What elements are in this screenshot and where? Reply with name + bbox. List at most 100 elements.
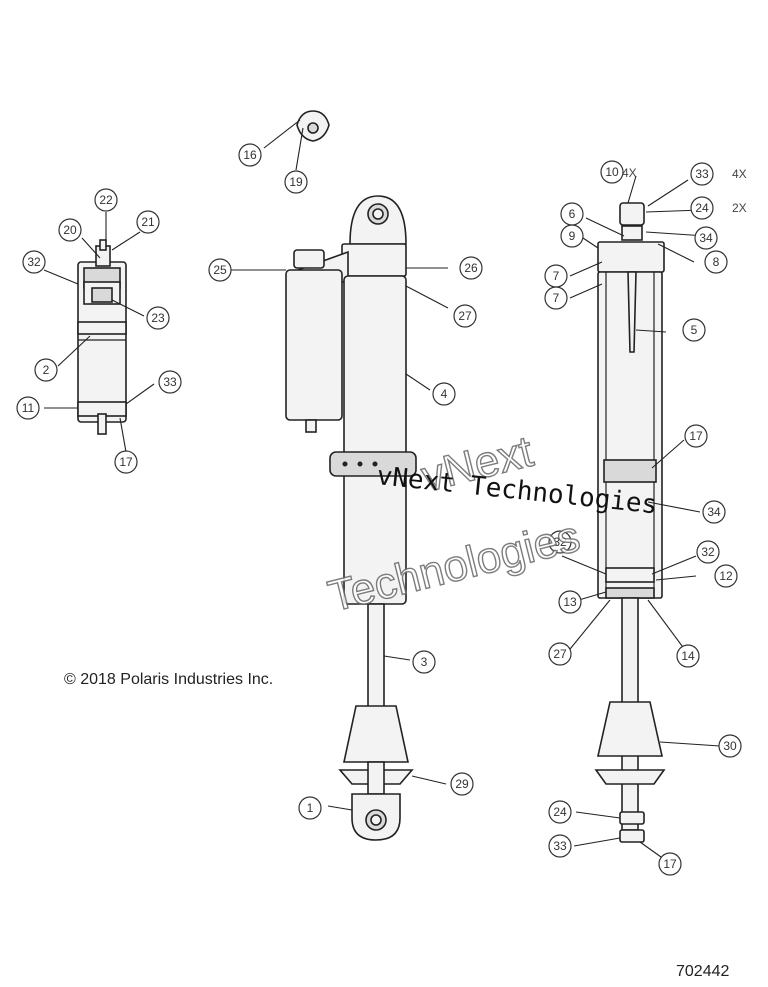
callout-number: 33 [695,167,709,181]
callout-20: 20 [58,218,82,242]
callout-30: 30 [718,734,742,758]
callout-7: 7 [544,286,568,310]
callout-bubble [548,642,572,666]
callout-bubble [284,170,308,194]
callout-number: 24 [553,805,567,819]
callout-bubble [548,834,572,858]
callout-bubble [450,772,474,796]
quantity-note: 4X [732,167,747,181]
callout-34: 34 [702,500,726,524]
callout-bubble [459,256,483,280]
callout-bubble [146,306,170,330]
callout-number: 11 [22,401,35,415]
shock-assembly [285,195,417,841]
callout-number: 10 [605,165,619,179]
callout-number: 8 [713,255,720,269]
callout-number: 17 [689,429,703,443]
callout-number: 34 [699,231,713,245]
callout-32: 32 [696,540,720,564]
callout-11: 11 [16,396,40,420]
callout-bubble [548,800,572,824]
callout-number: 4 [441,387,448,401]
callout-number: 26 [464,261,478,275]
callout-25: 25 [208,258,232,282]
callout-bubble [658,852,682,876]
callout-26: 26 [459,256,483,280]
callout-8: 8 [704,250,728,274]
adjuster-knob [296,110,330,142]
callout-number: 29 [455,777,469,791]
callout-bubble [453,304,477,328]
callout-number: 20 [63,223,77,237]
leader-lines [43,119,721,863]
callout-number: 24 [695,201,709,215]
callout-33: 33 [158,370,182,394]
callout-number: 16 [243,148,257,162]
callout-24: 24 [548,800,572,824]
callout-bubble [696,540,720,564]
callout-number: 25 [213,263,227,277]
callout-bubble [238,143,262,167]
callout-number: 33 [553,839,567,853]
callout-number: 22 [99,193,113,207]
shock-cutaway [594,202,666,843]
callout-bubble [714,564,738,588]
callout-bubble [158,370,182,394]
callout-bubble [704,250,728,274]
callout-32: 32 [22,250,46,274]
callout-27: 27 [548,642,572,666]
callout-14: 14 [676,644,700,668]
callout-17: 17 [114,450,138,474]
callout-number: 3 [421,655,428,669]
callout-number: 7 [553,269,560,283]
callout-19: 19 [284,170,308,194]
callout-23: 23 [146,306,170,330]
callout-10: 10 [600,160,624,184]
callout-bubble [702,500,726,524]
callout-bubble [676,644,700,668]
callout-22: 22 [94,188,118,212]
callout-number: 9 [569,229,576,243]
callout-bubble [690,162,714,186]
callout-number: 13 [563,595,577,609]
callout-number: 32 [553,535,567,549]
callout-34: 34 [694,226,718,250]
callout-33: 33 [548,834,572,858]
callout-bubble [560,224,584,248]
callout-number: 23 [151,311,165,325]
callout-13: 13 [558,590,582,614]
callout-number: 17 [663,857,677,871]
callout-17: 17 [684,424,708,448]
callout-bubble [690,196,714,220]
callout-33: 33 [690,162,714,186]
quantity-note: 4X [622,166,637,180]
callout-bubble [600,160,624,184]
callout-bubble [544,286,568,310]
callout-bubble [432,382,456,406]
callout-number: 21 [141,215,155,229]
callout-number: 5 [691,323,698,337]
callout-bubble [684,424,708,448]
callout-9: 9 [560,224,584,248]
callout-2: 2 [34,358,58,382]
callout-3: 3 [412,650,436,674]
callout-bubble [58,218,82,242]
callout-bubble [548,530,572,554]
callout-24: 24 [690,196,714,220]
diagram-id: 702442 [676,963,729,980]
callout-27: 27 [453,304,477,328]
callout-bubble [558,590,582,614]
callout-number: 7 [553,291,560,305]
callout-bubble [682,318,706,342]
callout-32: 32 [548,530,572,554]
callout-number: 32 [27,255,41,269]
callout-number: 19 [289,175,303,189]
callout-bubble [34,358,58,382]
callout-bubble [136,210,160,234]
callout-number: 14 [681,649,695,663]
callout-number: 30 [723,739,737,753]
callout-17: 17 [658,852,682,876]
quantity-note: 2X [732,201,747,215]
